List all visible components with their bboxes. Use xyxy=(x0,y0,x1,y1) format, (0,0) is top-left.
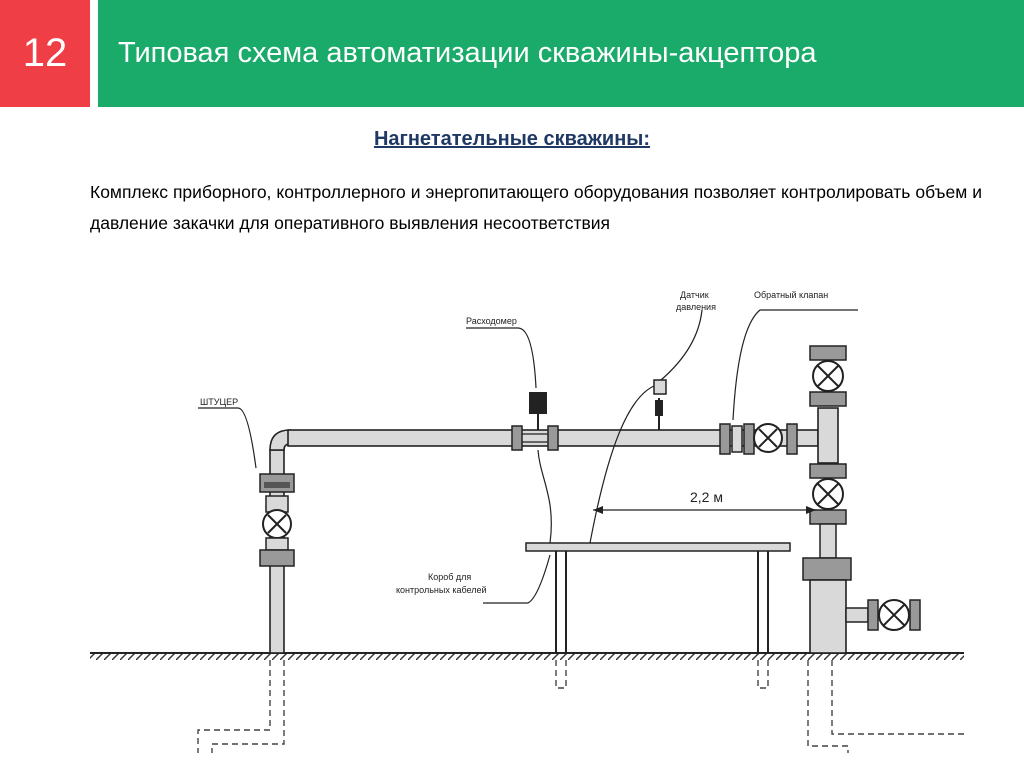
description-paragraph: Комплекс приборного, контроллерного и эн… xyxy=(90,182,982,233)
pressure-sensor-label-line2: давления xyxy=(676,302,716,312)
section-subtitle: Нагнетательные скважины: xyxy=(373,128,651,150)
underground-pipes xyxy=(197,660,964,753)
cable-box-label-line2: контрольных кабелей xyxy=(396,585,487,595)
slide-number: 12 xyxy=(0,0,90,107)
pressure-sensor xyxy=(653,379,667,430)
instrument-cables xyxy=(537,385,655,544)
leader-lines xyxy=(198,309,858,604)
ground-line xyxy=(90,652,964,660)
pressure-sensor-label-line1: Датчик xyxy=(680,290,709,300)
well-automation-diagram: 2,2 м ШТУЦЕР Расходомер Датчик давления … xyxy=(90,290,964,753)
distance-label: 2,2 м xyxy=(690,489,723,505)
slide-title-bar: Типовая схема автоматизации скважины-акц… xyxy=(98,0,1024,107)
cable-tray xyxy=(525,542,791,653)
check-valve-assembly xyxy=(719,423,798,455)
wellhead xyxy=(802,345,921,654)
divider xyxy=(90,0,98,107)
flowmeter xyxy=(511,392,559,451)
choke-label: ШТУЦЕР xyxy=(200,397,238,407)
check-valve-label: Обратный клапан xyxy=(754,290,828,300)
flowmeter-label: Расходомер xyxy=(466,316,517,326)
cable-box-label-line1: Короб для xyxy=(428,572,471,582)
choke-valve xyxy=(259,473,295,567)
slide-title: Типовая схема автоматизации скважины-акц… xyxy=(118,37,817,69)
distance-dimension: 2,2 м xyxy=(593,489,816,514)
